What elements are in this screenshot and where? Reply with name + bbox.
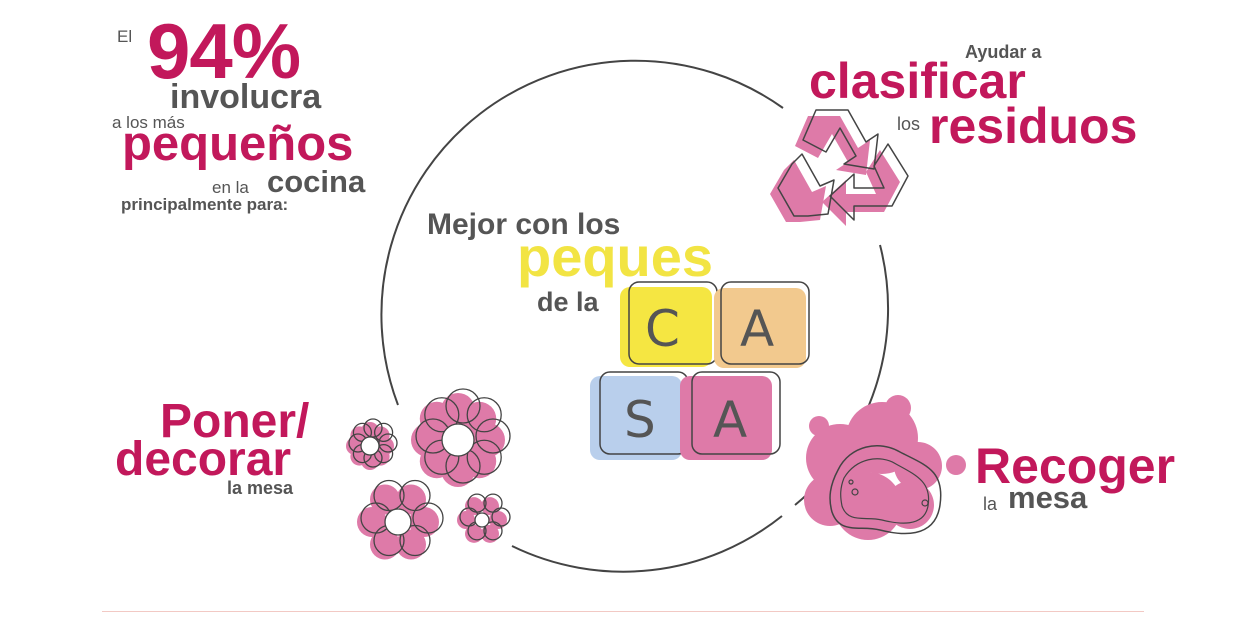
tile-letter-s: S	[624, 391, 656, 449]
center-highlight: peques	[517, 225, 714, 288]
tile-c: C	[620, 281, 718, 367]
recycle-line1: Ayudar a	[965, 42, 1042, 62]
recycle-big1: clasificar	[809, 53, 1026, 109]
recycle-big2: residuos	[929, 98, 1138, 154]
center-line3: de la	[537, 287, 599, 317]
soap-sponge-icon	[804, 395, 966, 540]
tile-a-bottom: A	[680, 371, 781, 460]
stat-line2: a los más	[112, 113, 185, 132]
tile-letter-c: C	[645, 300, 680, 358]
flower-small-left	[346, 418, 398, 470]
stat-verb: involucra	[170, 78, 322, 116]
stat-line4: principalmente para:	[121, 195, 289, 214]
flower-bottom-left	[357, 479, 444, 560]
clear-big2: mesa	[1008, 480, 1088, 515]
casa-tiles: C A S A	[590, 281, 810, 460]
tile-letter-a-bottom: A	[713, 391, 747, 449]
center-line1: Mejor con los	[427, 208, 621, 241]
stat-prefix: El	[117, 27, 133, 46]
tile-s: S	[590, 371, 689, 460]
stat-line3: en la	[212, 178, 249, 197]
recycle-small2: los	[897, 114, 921, 134]
flowers-icon	[346, 388, 511, 560]
tile-a-top: A	[714, 281, 810, 368]
decorate-big2: decorar	[115, 433, 292, 486]
clear-small: la	[983, 494, 998, 514]
recycle-icon	[770, 109, 909, 226]
stat-percent: 94%	[147, 7, 301, 95]
flower-bottom-right	[457, 493, 511, 543]
decorate-big1: Poner/	[160, 395, 310, 448]
footer-divider	[102, 611, 1144, 612]
stat-subject: pequeños	[122, 117, 354, 171]
stat-place: cocina	[267, 164, 366, 199]
clear-big1: Recoger	[975, 438, 1176, 494]
tile-letter-a-top: A	[740, 300, 774, 358]
decorate-small: la mesa	[227, 478, 294, 498]
flower-large	[411, 388, 511, 487]
